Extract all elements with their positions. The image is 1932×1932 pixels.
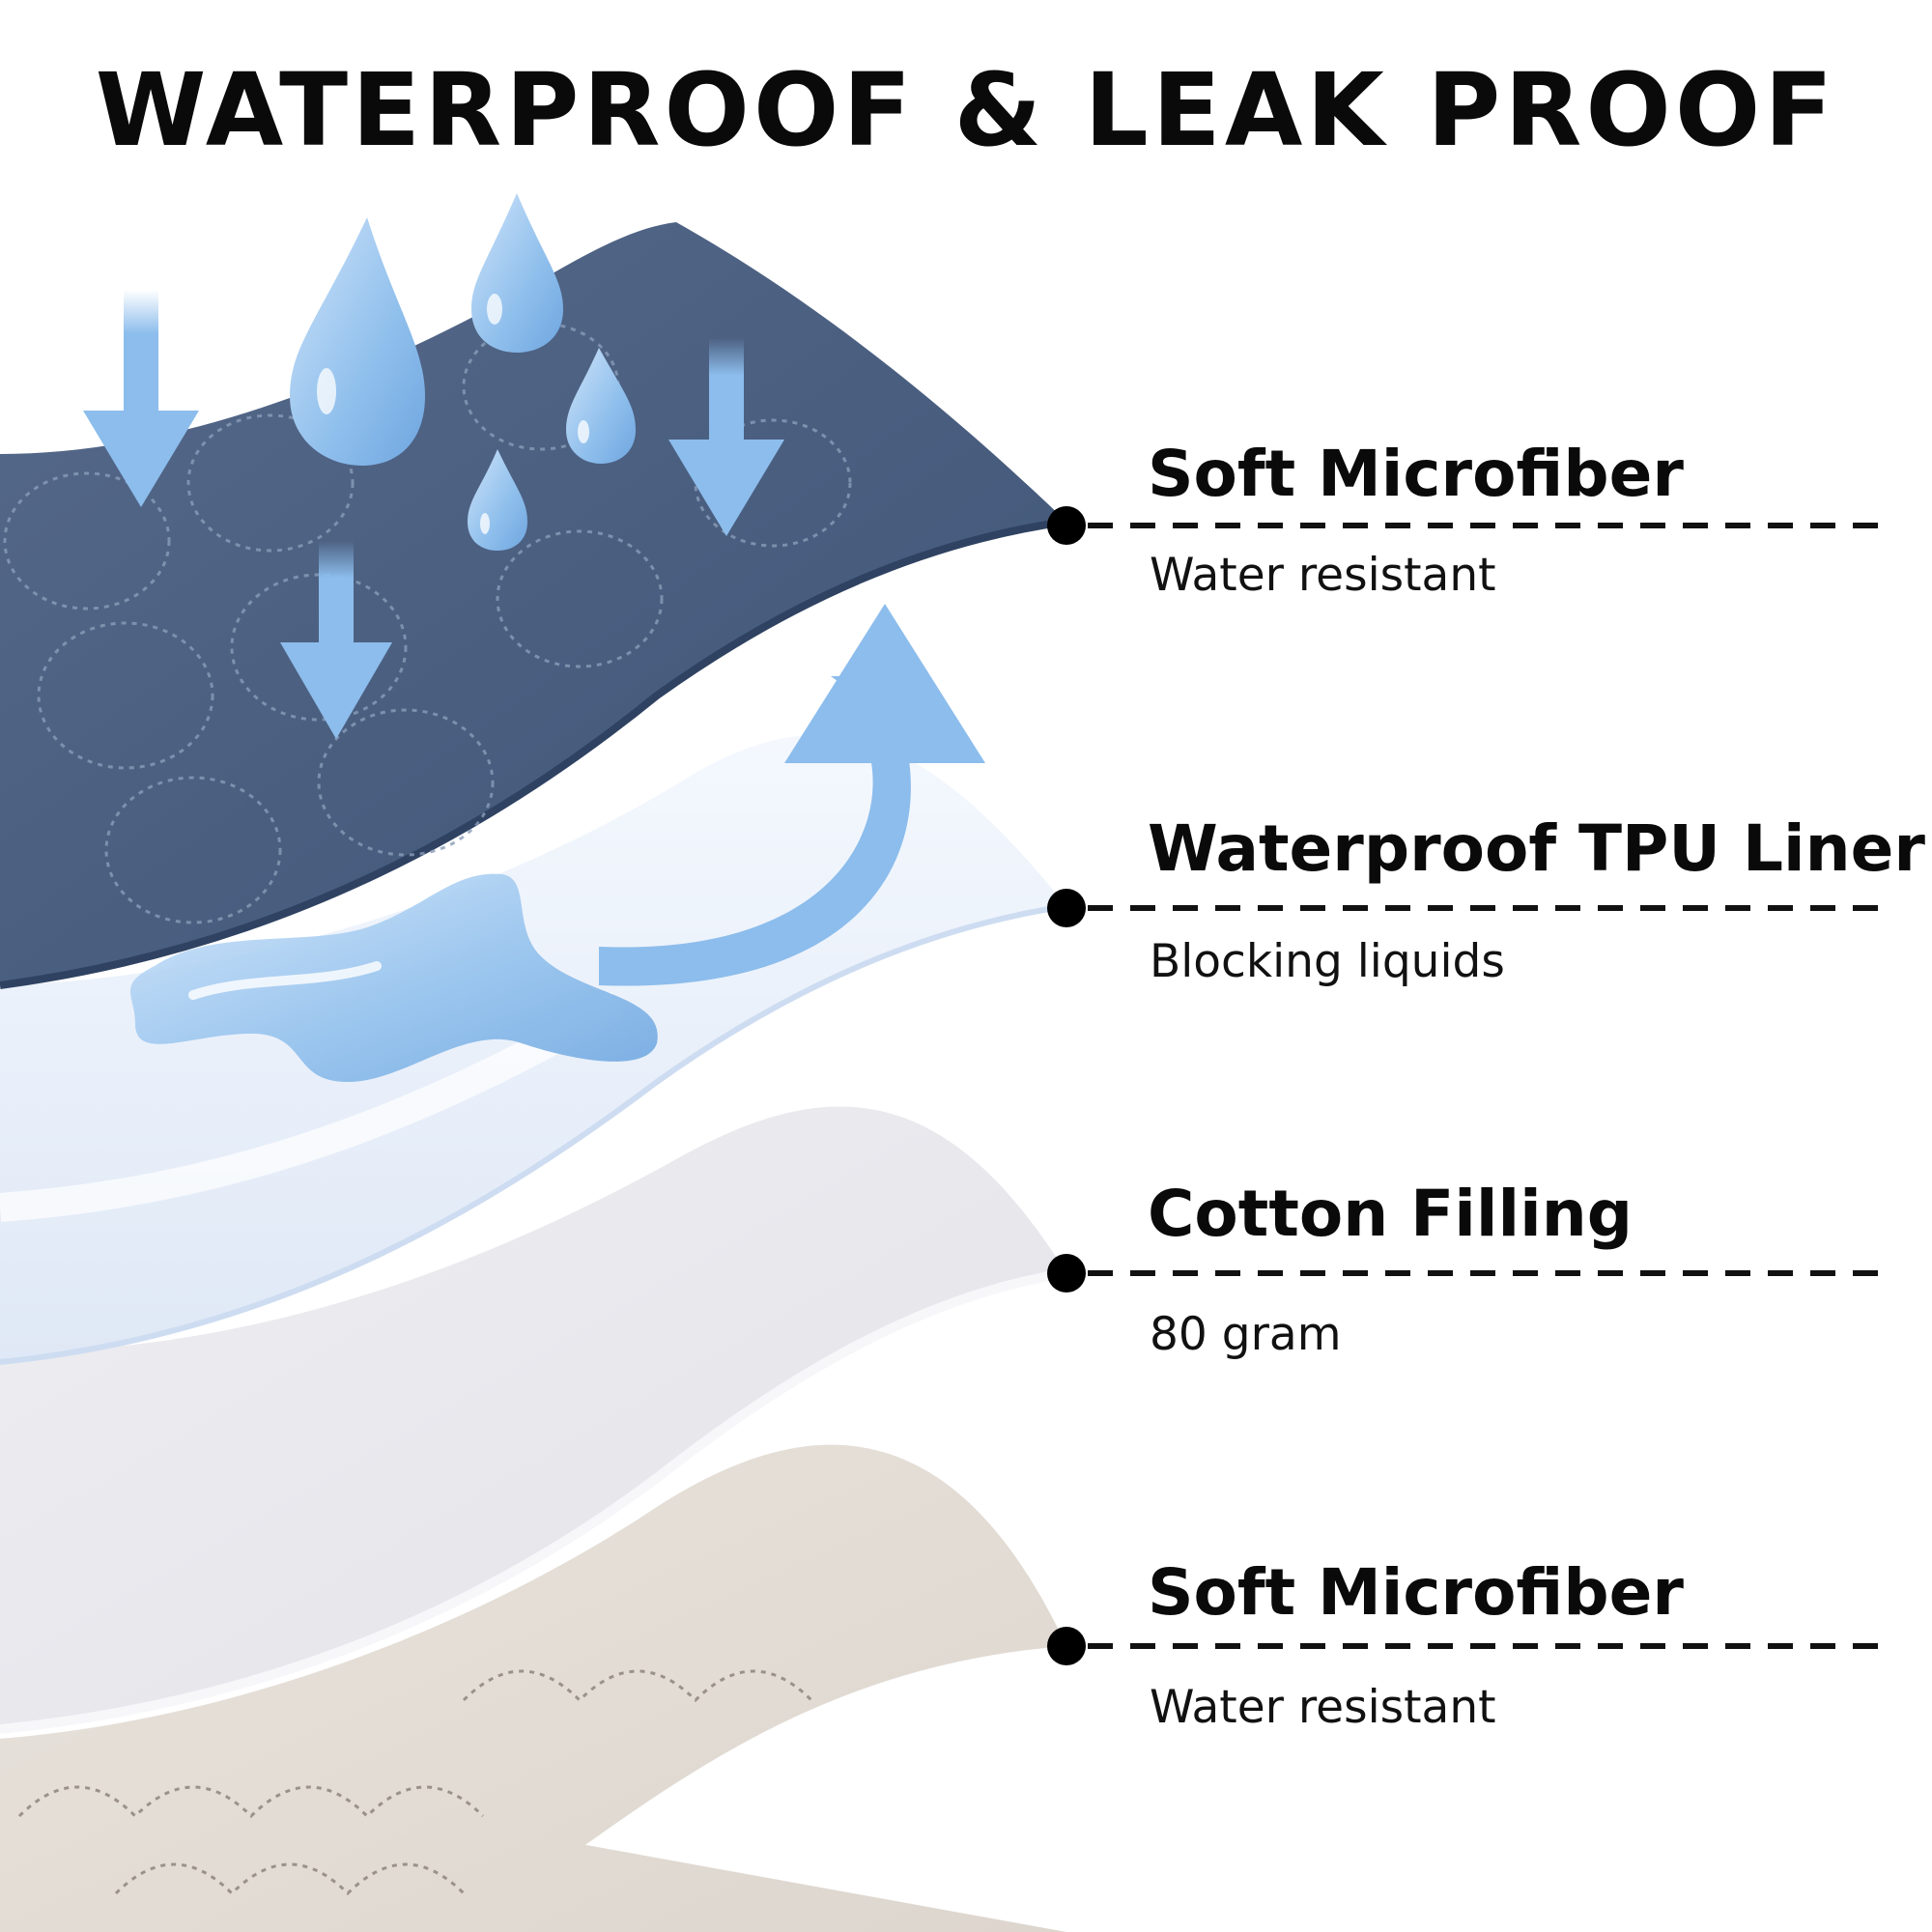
water-drop-icon bbox=[290, 217, 425, 466]
page-title: WATERPROOF & LEAK PROOF bbox=[95, 51, 1837, 169]
water-drop-icon bbox=[471, 193, 563, 353]
down-arrow-icon bbox=[668, 338, 784, 536]
water-puddle-icon bbox=[130, 873, 658, 1082]
layer-2-description: Blocking liquids bbox=[1150, 935, 1505, 988]
top-fabric-layer bbox=[0, 222, 1067, 989]
layer-2-name: Waterproof TPU Liner bbox=[1148, 811, 1925, 886]
curved-up-arrow-icon bbox=[599, 604, 985, 986]
water-drop-icon bbox=[468, 449, 527, 551]
leader-line-1 bbox=[1047, 506, 1884, 545]
layer-3-name: Cotton Filling bbox=[1148, 1177, 1633, 1251]
leader-line-4 bbox=[1047, 1627, 1884, 1665]
down-arrow-icon bbox=[280, 541, 392, 739]
layer-1-name: Soft Microfiber bbox=[1148, 437, 1684, 511]
cotton-filling-layer bbox=[0, 1106, 1067, 1734]
layer-4-name: Soft Microfiber bbox=[1148, 1555, 1684, 1630]
leader-line-2 bbox=[1047, 889, 1884, 927]
layer-4-description: Water resistant bbox=[1150, 1681, 1496, 1734]
leader-line-3 bbox=[1047, 1254, 1884, 1293]
layer-3-description: 80 gram bbox=[1150, 1308, 1342, 1361]
layer-1-description: Water resistant bbox=[1150, 549, 1496, 602]
bottom-fabric-layer bbox=[0, 1444, 1066, 1932]
water-drop-icon bbox=[566, 348, 636, 464]
down-arrow-icon bbox=[83, 290, 199, 507]
